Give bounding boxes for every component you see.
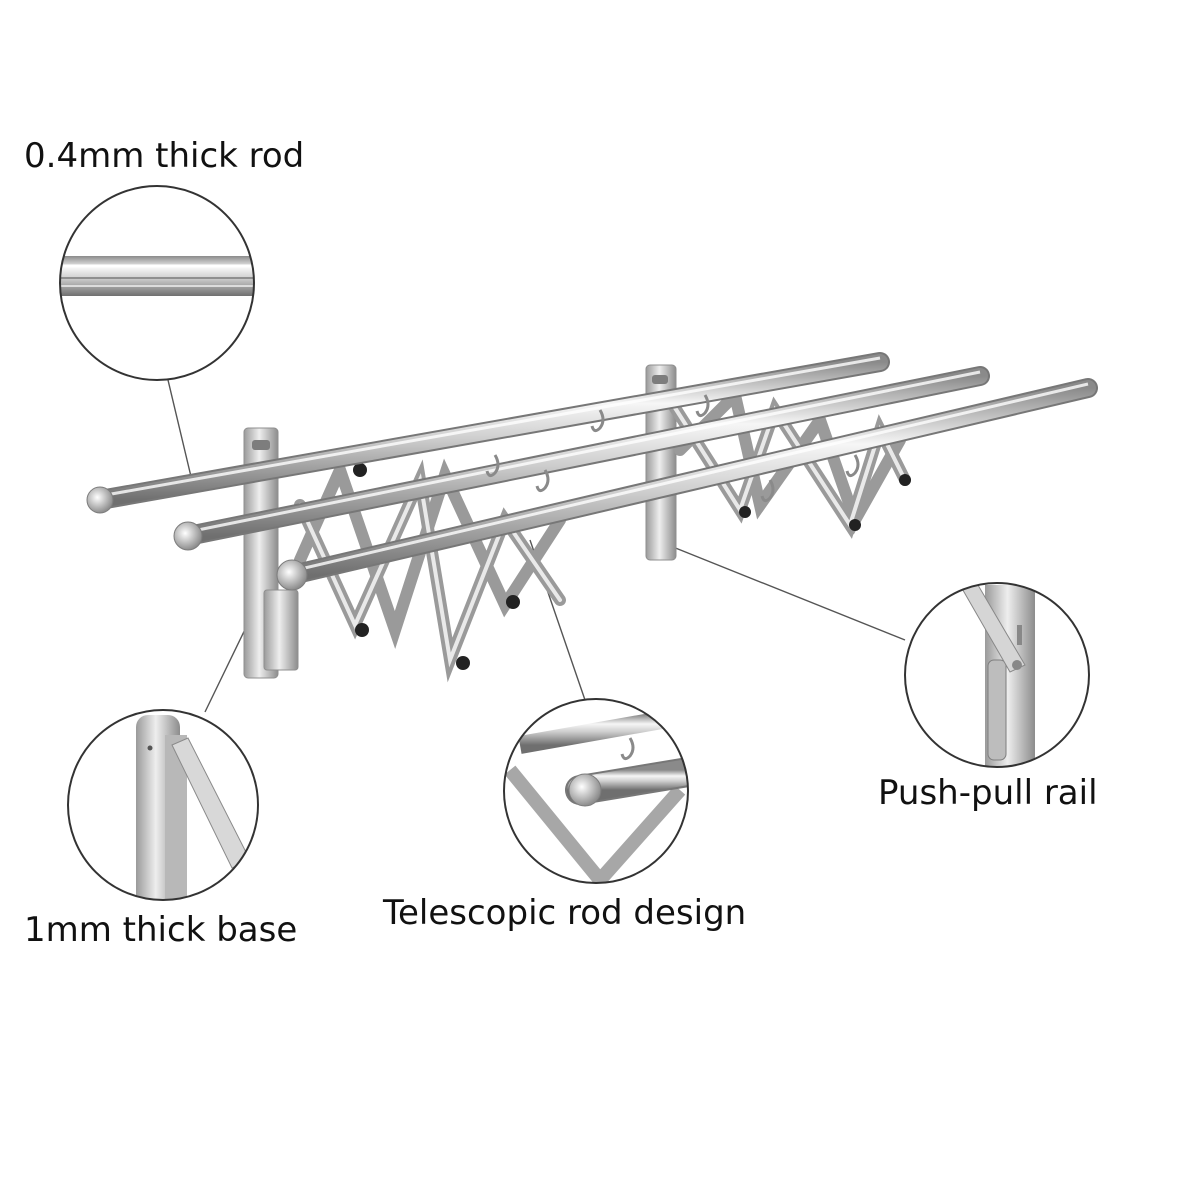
rod-top xyxy=(86,352,890,514)
rod-front xyxy=(276,378,1098,591)
rod-detail-circle xyxy=(59,185,255,381)
base-thickness-label: 1mm thick base xyxy=(24,910,298,950)
base-detail-circle xyxy=(67,709,259,901)
push-pull-rail-label: Push-pull rail xyxy=(878,773,1098,813)
rod-middle xyxy=(173,366,990,551)
scissor-arms xyxy=(294,383,911,683)
rubber-feet xyxy=(353,463,911,670)
telescopic-detail-circle xyxy=(503,698,689,884)
telescopic-design-label: Telescopic rod design xyxy=(383,893,747,933)
rod-thickness-label: 0.4mm thick rod xyxy=(24,136,305,176)
rail-detail-circle xyxy=(904,582,1090,768)
rod-callout-line xyxy=(167,379,194,486)
wall-bracket-left xyxy=(243,427,299,679)
hanger-hooks xyxy=(485,394,860,503)
wall-bracket-right xyxy=(645,364,677,561)
rail-callout-line xyxy=(667,544,906,641)
